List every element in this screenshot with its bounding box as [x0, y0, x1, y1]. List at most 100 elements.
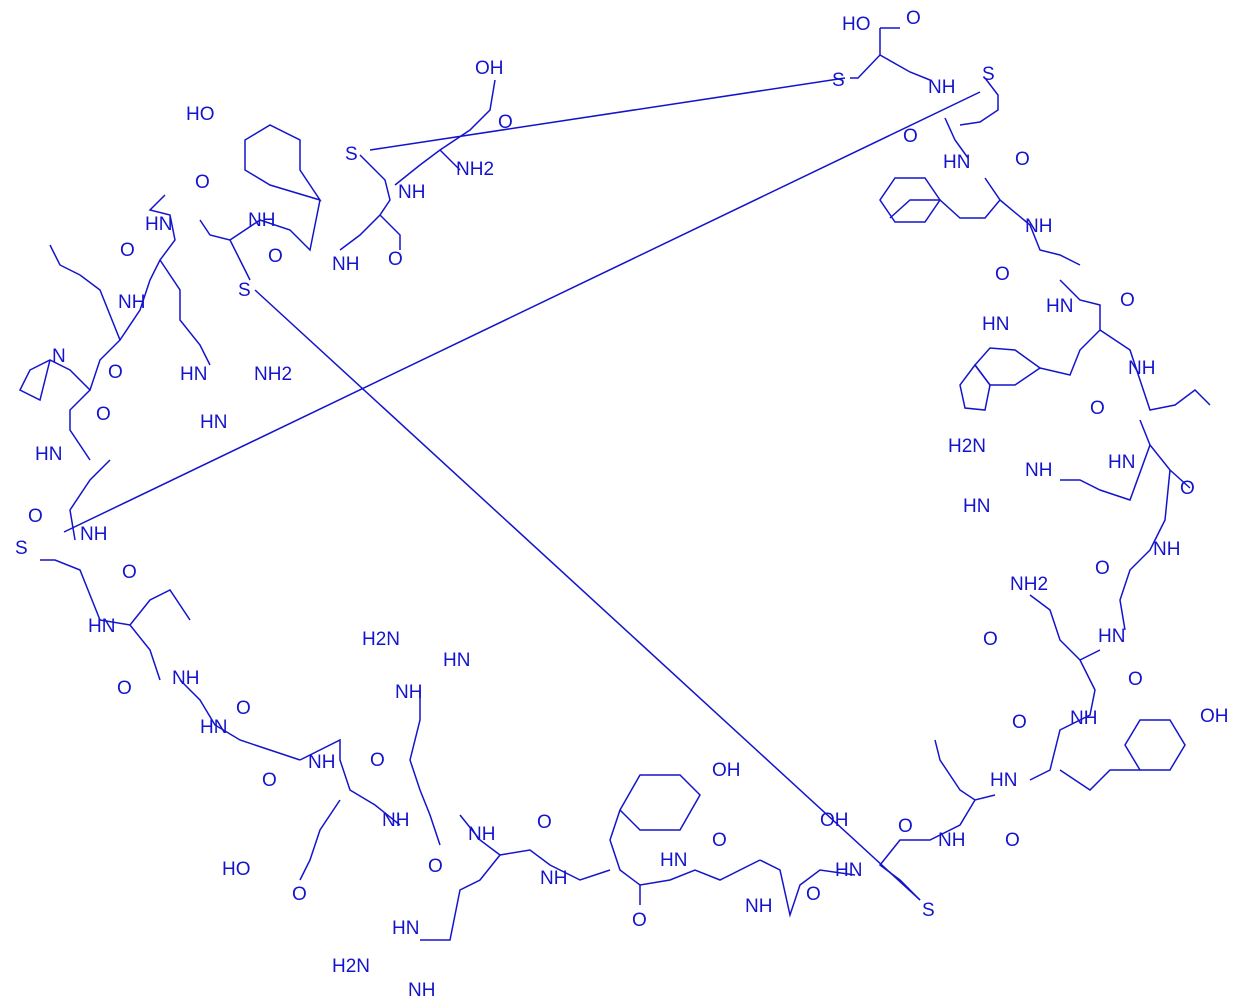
- atom-label: NH: [1153, 539, 1180, 560]
- atom-label: NH2: [254, 364, 292, 385]
- bond: [889, 177, 1001, 219]
- bond: [394, 79, 496, 186]
- atom-label: O: [120, 240, 135, 261]
- atom-label: O: [632, 910, 647, 931]
- bond: [229, 199, 321, 252]
- bond: [299, 738, 401, 826]
- atom-label: NH: [540, 868, 567, 889]
- atom-label: NH: [1128, 358, 1155, 379]
- atom-label: NH: [1070, 708, 1097, 729]
- indole-ring: [974, 347, 1042, 386]
- atom-label: NH: [1025, 216, 1052, 237]
- atom-label: OH: [712, 760, 741, 781]
- atom-label: HN: [180, 364, 207, 385]
- bond: [944, 117, 969, 159]
- atom-label: S: [832, 70, 845, 91]
- bond: [420, 849, 611, 941]
- bond: [1059, 769, 1140, 791]
- atom-label: O: [1128, 669, 1143, 690]
- atom-label: HN: [660, 850, 687, 871]
- bond: [179, 679, 301, 761]
- atom-label: O: [108, 362, 123, 383]
- atom-label: O: [983, 629, 998, 650]
- atom-label: NH: [938, 830, 965, 851]
- atom-label: O: [195, 172, 210, 193]
- atom-label: NH: [745, 896, 772, 917]
- atom-label: HN: [990, 770, 1017, 791]
- atom-label: O: [903, 126, 918, 147]
- atom-label: HN: [1046, 296, 1073, 317]
- atom-label: HN: [943, 152, 970, 173]
- atom-label: O: [1015, 149, 1030, 170]
- bond: [49, 244, 121, 391]
- bond: [999, 199, 1081, 266]
- atom-label: NH: [468, 824, 495, 845]
- atom-label: NH: [332, 254, 359, 275]
- disulfide-bond-line: [369, 77, 846, 151]
- atom-label: HO: [842, 14, 871, 35]
- atom-label: HN: [200, 412, 227, 433]
- atom-label: O: [262, 770, 277, 791]
- atom-label: O: [428, 856, 443, 877]
- bond: [879, 54, 931, 81]
- atom-label: NH: [248, 210, 275, 231]
- indole-ring: [959, 363, 991, 411]
- atom-label: O: [28, 506, 43, 527]
- atom-label: S: [922, 900, 935, 921]
- atom-label: NH: [118, 292, 145, 313]
- atom-label: NH2: [1010, 574, 1048, 595]
- bond: [69, 459, 111, 541]
- atom-label: H2N: [332, 956, 370, 977]
- atom-label: NH: [395, 682, 422, 703]
- atom-label: HN: [982, 314, 1009, 335]
- bond: [299, 799, 341, 881]
- atom-label: O: [1005, 830, 1020, 851]
- bond: [850, 28, 881, 79]
- atom-label: O: [122, 562, 137, 583]
- atom-label: HN: [963, 496, 990, 517]
- bonds: [18, 27, 1211, 941]
- atom-label: O: [292, 884, 307, 905]
- atom-label: O: [712, 830, 727, 851]
- bond: [339, 154, 391, 251]
- atom-label: O: [1180, 478, 1195, 499]
- bond: [1029, 659, 1096, 781]
- atom-label: O: [1012, 712, 1027, 733]
- phenol-ring: [244, 124, 322, 202]
- bond: [959, 77, 999, 126]
- bond: [159, 259, 211, 366]
- atom-label: HN: [145, 214, 172, 235]
- bond: [1099, 329, 1211, 411]
- bond: [1139, 419, 1191, 489]
- bond: [1060, 444, 1151, 501]
- atom-label: O: [117, 678, 132, 699]
- bond: [1039, 279, 1101, 376]
- atom-label: HN: [200, 717, 227, 738]
- atom-label: NH: [80, 524, 107, 545]
- atom-label: S: [238, 280, 251, 301]
- bond: [1119, 469, 1171, 631]
- atom-label: O: [1120, 290, 1135, 311]
- atom-label: O: [898, 816, 913, 837]
- atom-label: NH: [308, 752, 335, 773]
- disulfide-bond-line: [254, 289, 921, 901]
- atom-label: NH: [408, 980, 435, 1001]
- atom-label: NH2: [456, 159, 494, 180]
- atom-label: O: [906, 8, 921, 29]
- atom-label: NH: [1025, 460, 1052, 481]
- bond: [129, 589, 191, 681]
- phenyl-ring: [879, 177, 941, 223]
- atom-label: S: [982, 64, 995, 85]
- atom-label: NH: [398, 182, 425, 203]
- atom-label: HN: [1098, 626, 1125, 647]
- phenol-ring: [619, 774, 701, 831]
- bond: [439, 149, 461, 171]
- atom-label: OH: [475, 58, 504, 79]
- atom-label: HN: [35, 444, 62, 465]
- atom-label: O: [537, 812, 552, 833]
- atom-label: S: [15, 538, 28, 559]
- bond: [1029, 594, 1101, 661]
- bond: [878, 799, 976, 901]
- atom-label: NH: [172, 668, 199, 689]
